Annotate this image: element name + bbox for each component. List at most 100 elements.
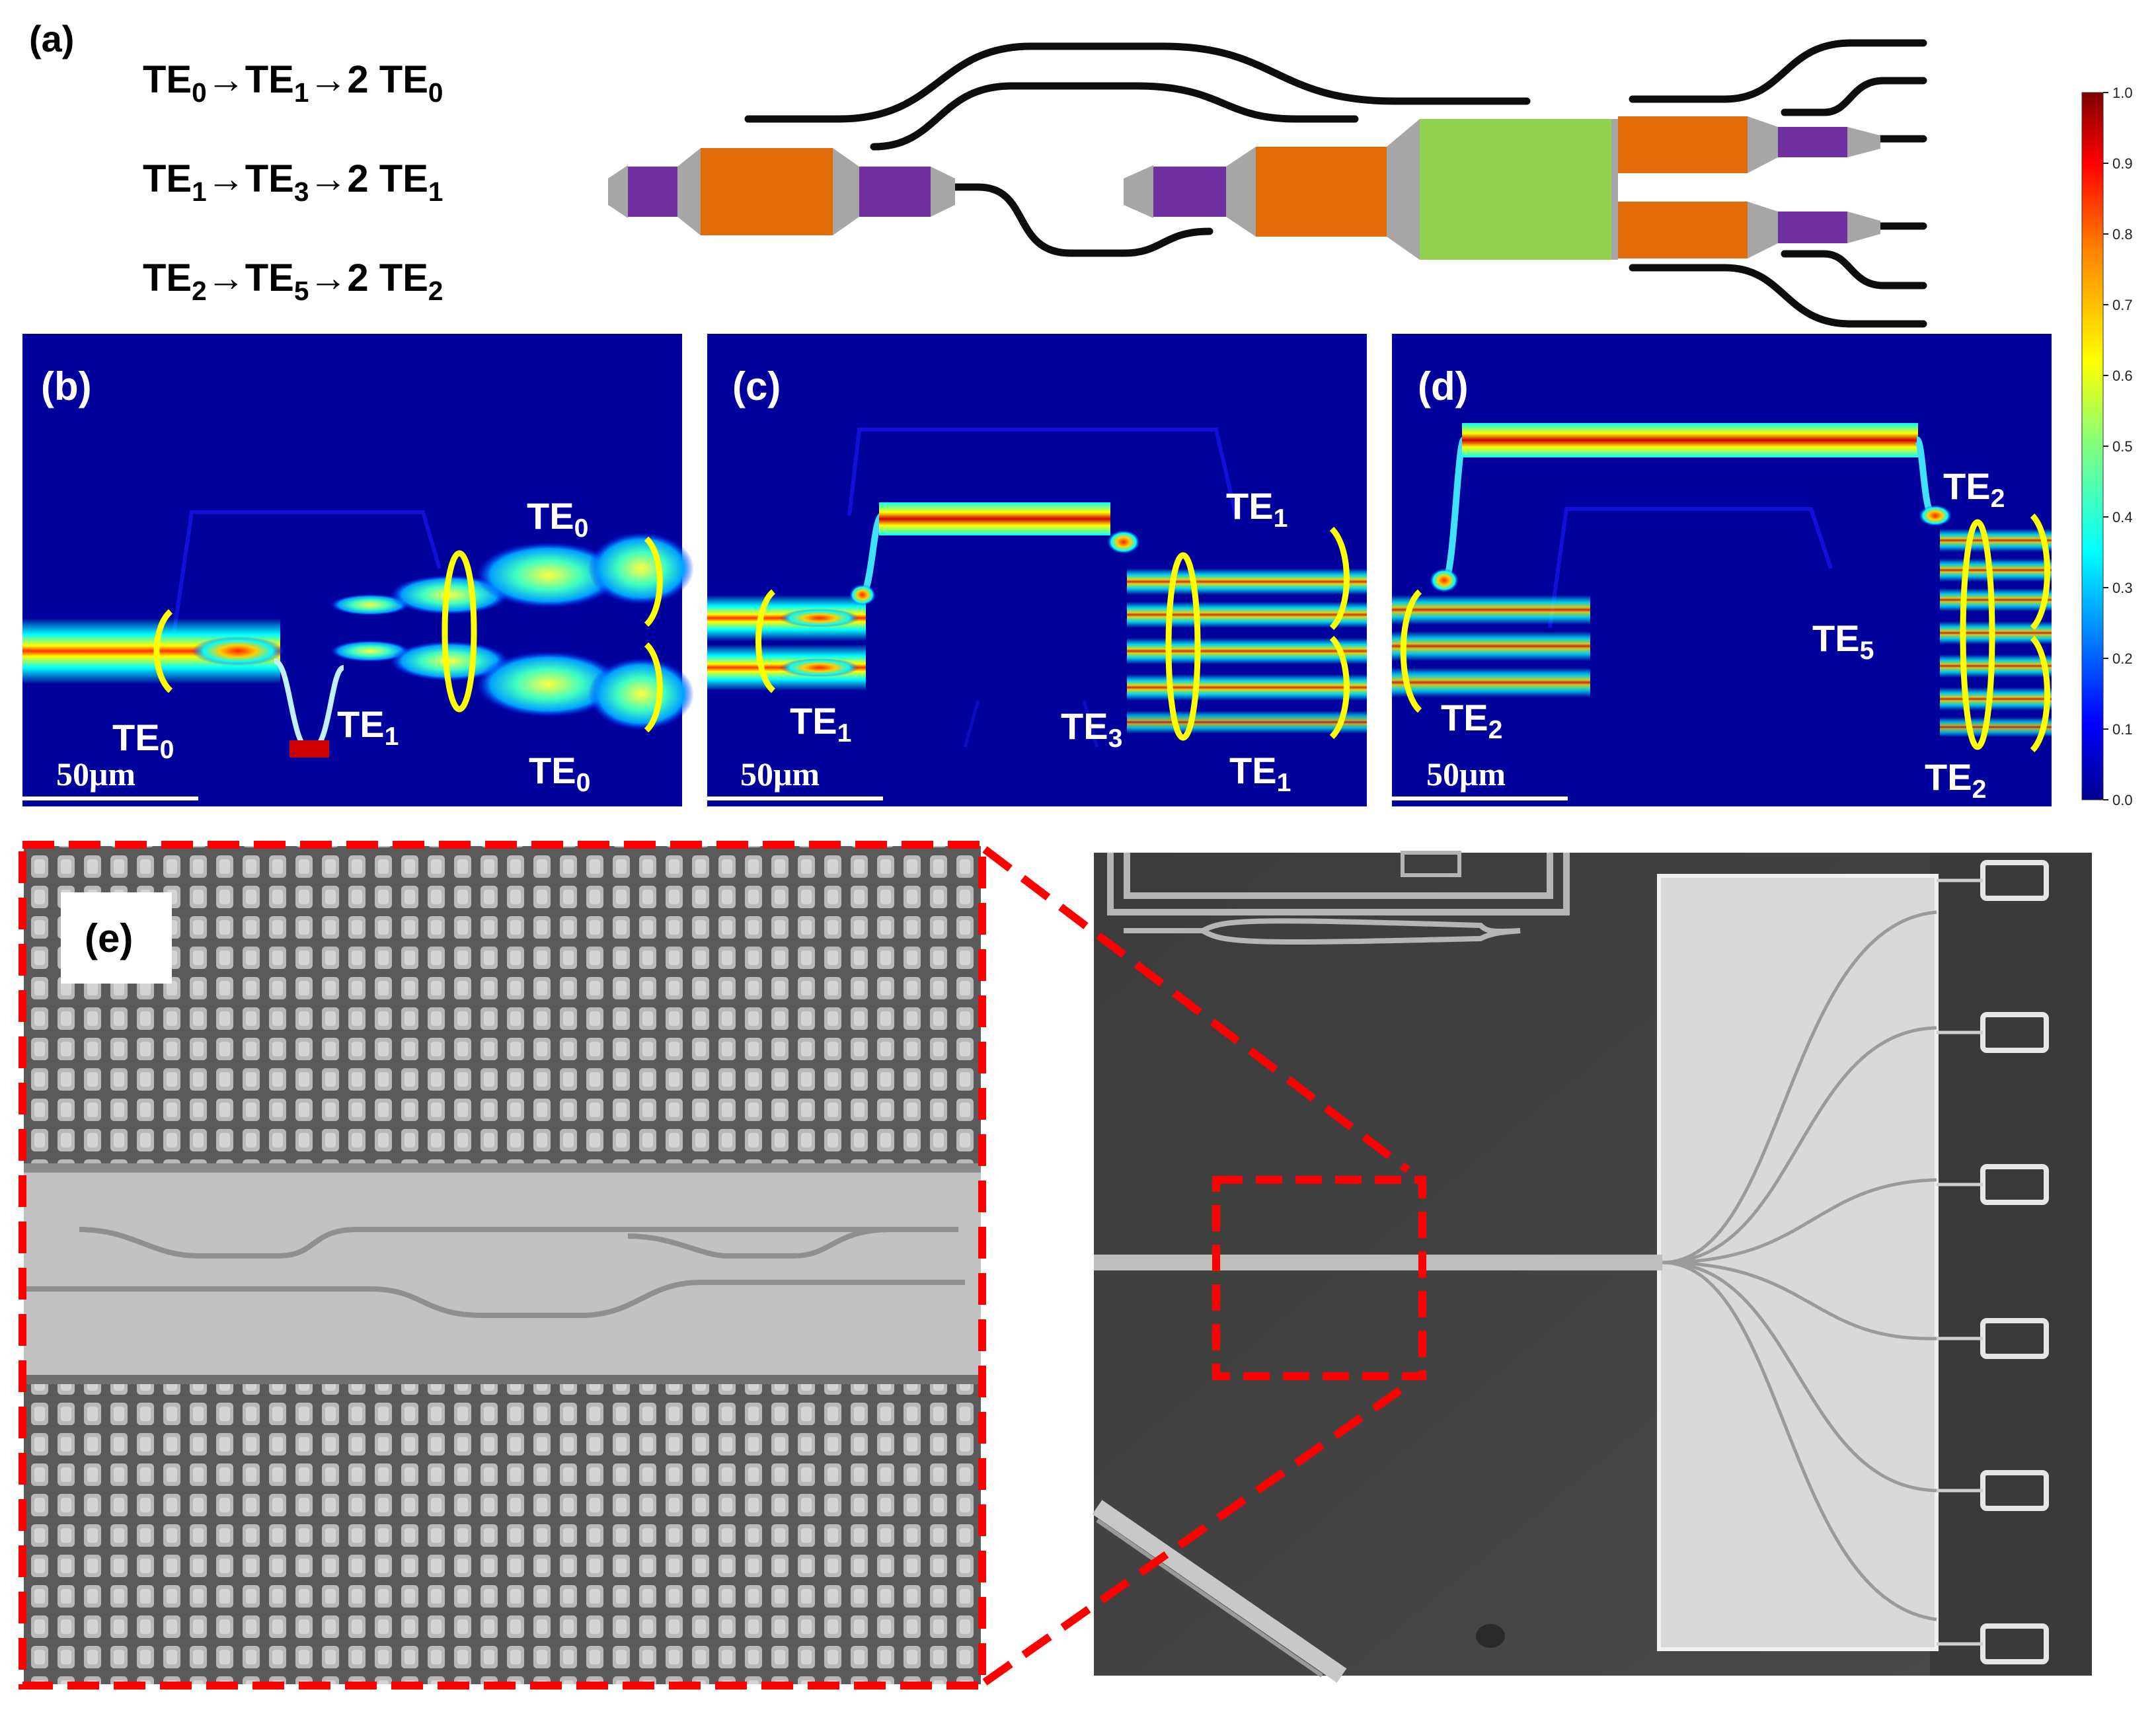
hot-d-right	[1919, 505, 1952, 526]
te5-band-2	[1940, 559, 2052, 582]
left-output-taper	[931, 167, 955, 217]
scale-bar-c: 50μm	[740, 756, 820, 793]
left-gray-taper-1	[677, 148, 701, 235]
lobe-b-6	[476, 651, 621, 717]
mode-label-c-out-top: TE1	[1226, 485, 1288, 533]
lobe-c-in-2	[780, 658, 859, 677]
right-gray-taper-2	[1387, 119, 1420, 260]
chip-pad-region	[1930, 853, 2092, 1676]
input-mode-d-2	[1392, 631, 1590, 661]
mux-output-waveguide	[928, 183, 1213, 257]
out-taper-upper	[1847, 127, 1880, 157]
right-gray-taper-1	[1226, 147, 1256, 237]
mode-label-c-mid: TE3	[1061, 705, 1122, 753]
hot-c-right	[1107, 530, 1140, 554]
waveguide-lines	[744, 39, 1927, 328]
te3-band-3	[1127, 638, 1367, 664]
gray-splitter-taper	[1611, 119, 1618, 260]
sem-grid-bottom	[24, 1384, 981, 1684]
te3-band-2	[1127, 602, 1367, 628]
top-structure-mzi-2	[1201, 928, 1521, 945]
panel-d: (d) TE2 TE5 TE2 TE2 50μm	[1392, 334, 2052, 806]
conversion-row-2: TE1→TE3→2 TE1	[143, 157, 443, 207]
marker-d-out-1	[2030, 513, 2050, 631]
zoomed-sem-image	[24, 846, 981, 1684]
right-orange-block	[1256, 147, 1387, 237]
lobe-b-2	[330, 641, 410, 662]
field-outline-c-2	[963, 700, 1099, 748]
te3-band-5	[1127, 711, 1367, 734]
out-wg-6	[1629, 264, 1927, 328]
marker-d-mid	[1960, 519, 1995, 750]
mode-label-b-out-top: TE0	[527, 495, 588, 543]
panel-e: (e)	[19, 841, 2092, 1690]
sem-channel-edge-top	[24, 1163, 981, 1173]
chip-bright-area	[1659, 876, 1937, 1649]
mode-label-d-mid: TE5	[1812, 617, 1874, 665]
mode-label-b-mid: TE1	[337, 703, 399, 751]
mode-label-c-in: TE1	[790, 700, 851, 748]
marker-b-out-1	[644, 536, 663, 627]
sem-grid-top	[24, 846, 981, 1163]
orange-block-upper	[1618, 116, 1748, 173]
marker-b-mid	[442, 550, 477, 713]
chip-defect	[1476, 1624, 1505, 1648]
lobe-b-1	[330, 594, 410, 615]
colorbar-tick-label: 0.5	[2112, 438, 2133, 455]
te5-band-6	[1940, 687, 2052, 711]
colorbar-tick-label: 0.1	[2112, 721, 2133, 738]
lobe-b-4	[390, 641, 509, 681]
input-hotspot-b	[192, 637, 284, 666]
marker-c-mid	[1165, 552, 1201, 741]
input-mode-d-3	[1392, 668, 1590, 697]
gray-taper-lower	[1748, 202, 1778, 258]
right-device	[1124, 116, 1880, 260]
right-input-taper	[1124, 165, 1153, 218]
mode-markers-c	[755, 526, 1350, 741]
top-beam-d	[1462, 423, 1918, 457]
colorbar-tick-label: 1.0	[2112, 85, 2133, 101]
right-purple-block	[1153, 167, 1226, 217]
colorbar-tick-label: 0.0	[2112, 792, 2133, 808]
panel-c-label: (c)	[732, 364, 781, 408]
marker-c-in	[755, 589, 776, 693]
colorbar: 1.00.90.80.70.60.50.40.30.20.10.0	[2081, 85, 2133, 808]
input-mode-d-1	[1392, 595, 1590, 625]
fan-6	[1662, 1261, 1937, 1621]
scale-bar-b: 50μm	[56, 756, 135, 793]
out-wg-5	[1781, 250, 1927, 290]
bypass-waveguide-top	[744, 42, 1531, 123]
conversion-row-3: TE2→TE5→2 TE2	[143, 256, 443, 306]
panel-c: (c) TE1 TE3 TE1 TE1 50μm	[707, 334, 1367, 806]
mode-label-b-in: TE0	[112, 717, 174, 764]
colorbar-tick-label: 0.2	[2112, 650, 2133, 667]
mode-label-d-in: TE2	[1441, 697, 1502, 744]
purple-block-lower	[1778, 212, 1847, 243]
zoom-connector-bottom	[982, 1381, 1410, 1686]
colorbar-tick-label: 0.9	[2112, 155, 2133, 172]
top-structure-mzi	[1124, 918, 1521, 935]
top-beam-c	[879, 502, 1110, 535]
field-outline-d	[1548, 507, 1833, 629]
out-wg-1	[1629, 39, 1927, 103]
chip-diagonal-waveguide-edge	[1096, 1518, 1323, 1678]
chip-micrograph	[1092, 851, 2092, 1683]
colorbar-gradient	[2081, 92, 2104, 800]
gray-taper-upper	[1748, 116, 1778, 173]
chip-diagonal-waveguide	[1092, 1500, 1347, 1683]
sem-channel	[24, 1163, 981, 1383]
colorbar-tick-label: 0.7	[2112, 297, 2133, 313]
conversion-list: TE0→TE1→2 TE0 TE1→TE3→2 TE1 TE2→TE5→2 TE…	[143, 58, 443, 306]
field-outline-b	[170, 510, 442, 648]
colorbar-tick-label: 0.3	[2112, 580, 2133, 596]
hot-d-left	[1430, 568, 1459, 592]
orange-block-lower	[1618, 202, 1748, 258]
panel-a: (a) TE0→TE1→2 TE0 TE1→TE3→2 TE1 TE2→TE5→…	[29, 18, 1927, 328]
panel-e-label: (e)	[85, 916, 133, 960]
lobe-b-8	[588, 658, 694, 730]
lobe-c-in-1	[780, 609, 859, 627]
mode-markers-b	[153, 536, 663, 733]
zoom-region	[1212, 1176, 1426, 1380]
left-purple-block-2	[859, 167, 931, 217]
left-device	[608, 148, 955, 235]
